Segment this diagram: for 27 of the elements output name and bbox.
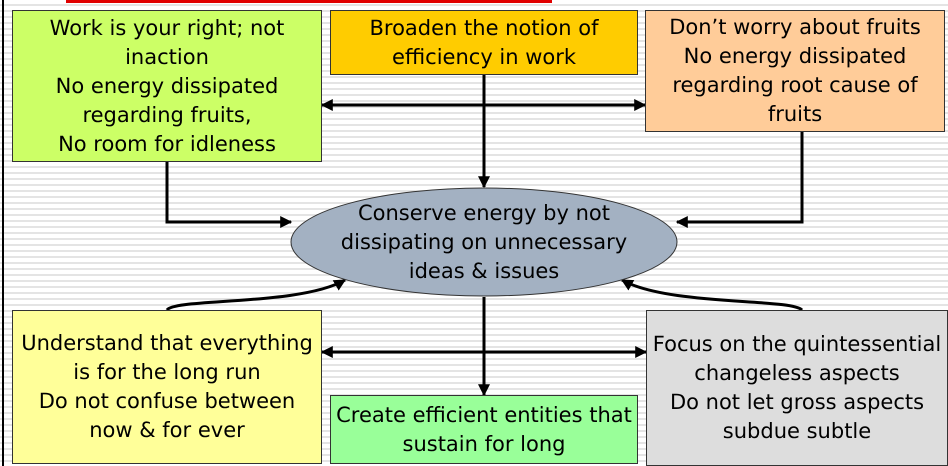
node-text: Work is your right; not inaction xyxy=(48,14,286,70)
node-text: Understand that everything is for the long run xyxy=(20,330,314,386)
process-box xyxy=(12,10,322,162)
arrow xyxy=(478,75,490,188)
arrow xyxy=(478,297,490,396)
process-box xyxy=(330,10,638,75)
node-text: Do not confuse between now & for ever xyxy=(38,388,296,444)
arrow xyxy=(320,99,646,111)
process-box xyxy=(646,310,948,466)
process-box xyxy=(12,310,322,464)
arrow xyxy=(620,278,803,312)
arrow xyxy=(166,162,292,228)
node-text: Do not let gross aspects subdue subtle xyxy=(668,389,926,445)
node-text: No room for idleness xyxy=(58,130,276,158)
node-text: Broaden the notion of efficiency in work xyxy=(368,14,600,70)
node-text: No energy dissipated regarding fruits, xyxy=(54,72,280,128)
node-text: No energy dissipated regarding root cause of fruits xyxy=(671,43,919,128)
arrow xyxy=(320,346,648,358)
node-text: Conserve energy by not dissipating on unnecessary ideas & issues xyxy=(340,200,628,284)
ellipse-node xyxy=(290,187,678,297)
node-text: Don’t worry about fruits xyxy=(669,14,921,41)
node-text: Focus on the quintessential changeless aspects xyxy=(652,331,942,387)
arrow xyxy=(676,132,804,228)
process-box xyxy=(645,10,945,132)
node-text: Create efficient entities that sustain for long xyxy=(335,402,633,458)
arrow xyxy=(166,278,346,312)
process-box xyxy=(330,395,638,464)
